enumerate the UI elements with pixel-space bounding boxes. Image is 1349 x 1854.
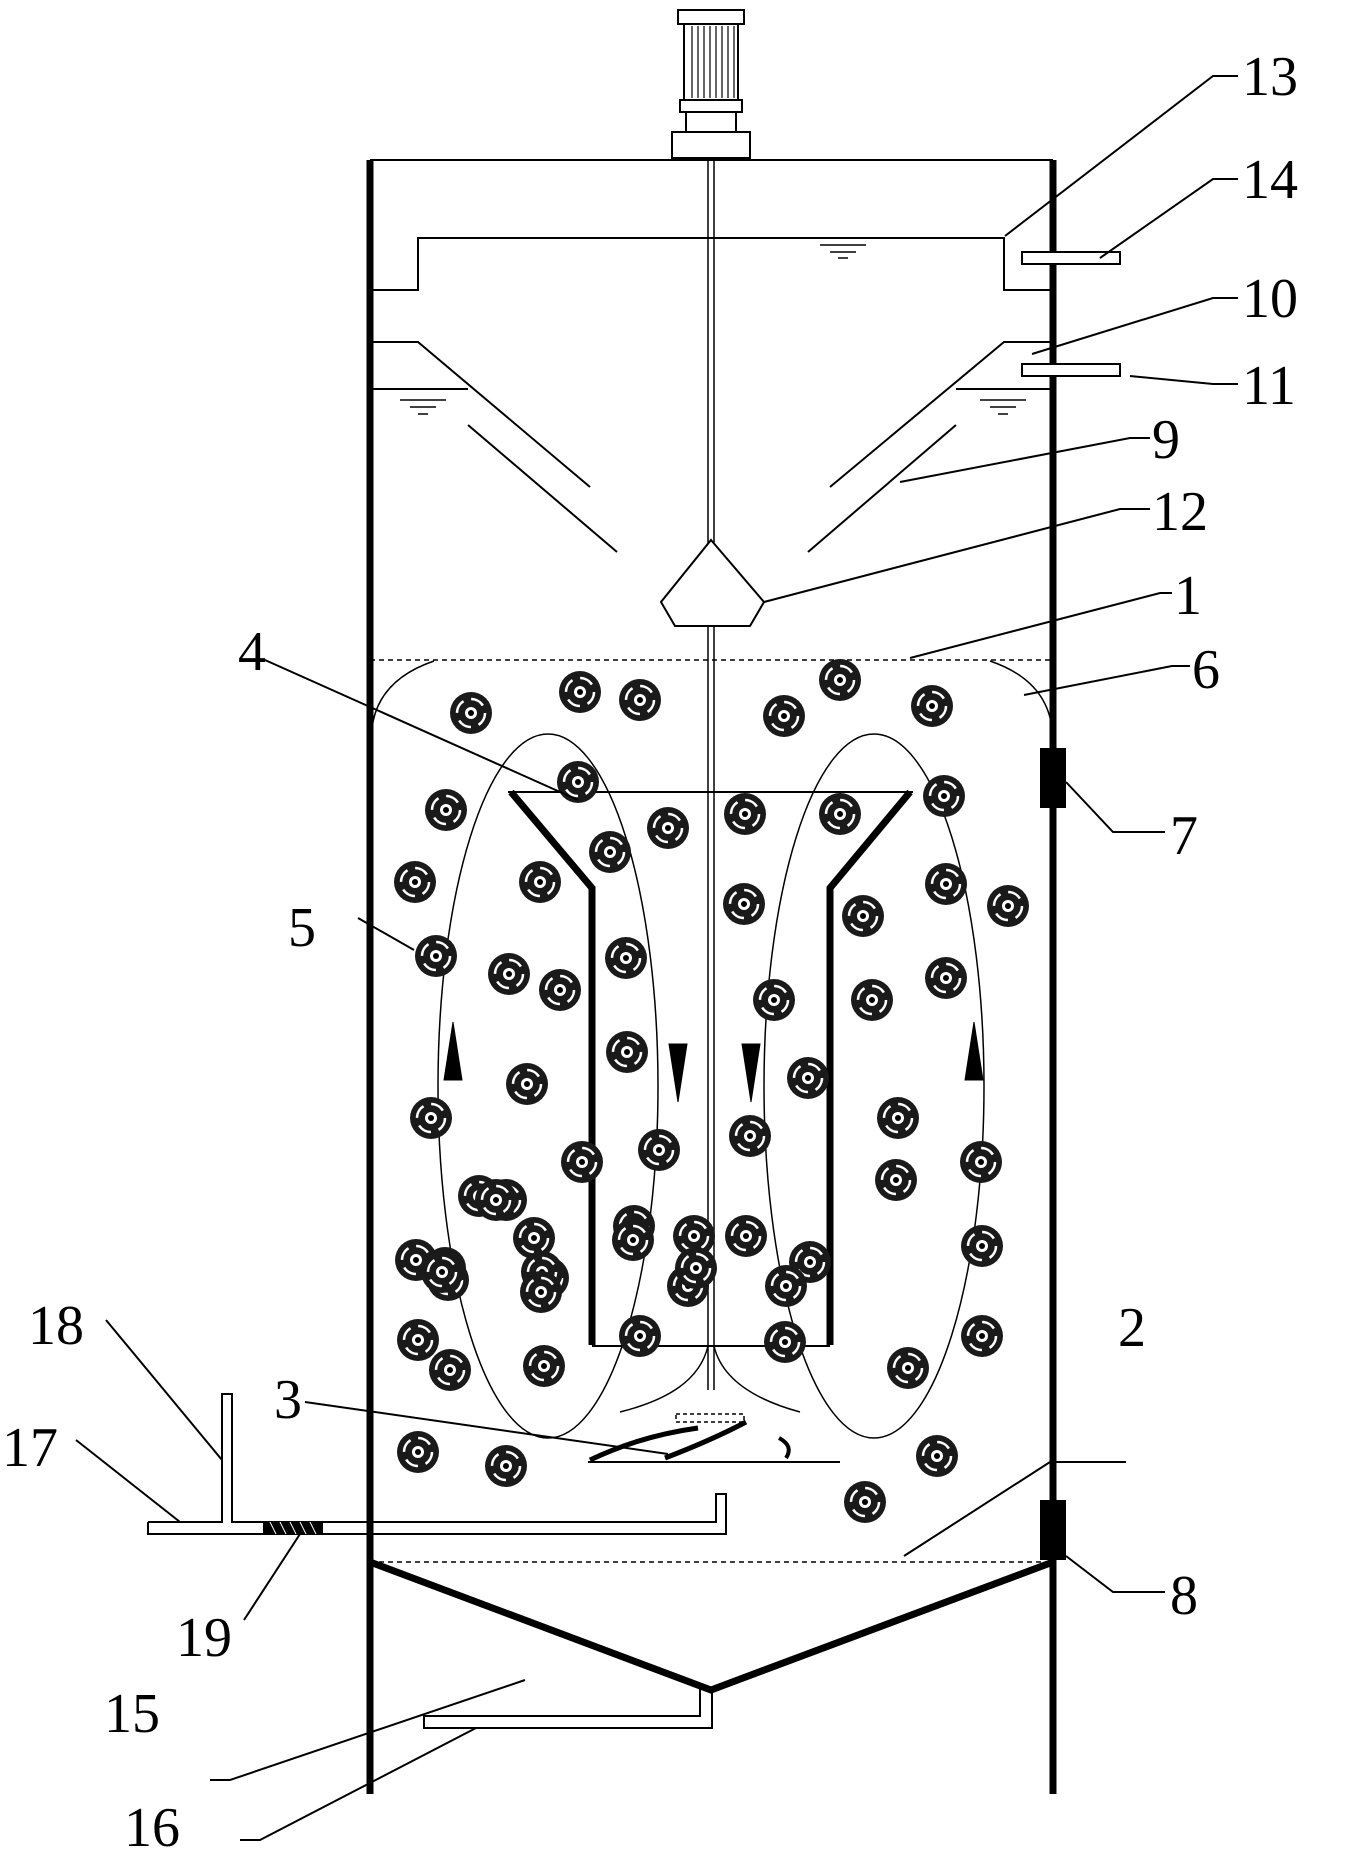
carrier-particle xyxy=(925,957,967,999)
carrier-particle xyxy=(725,1215,767,1257)
carrier-particle xyxy=(561,1141,603,1183)
side-pipe xyxy=(1021,363,1121,377)
carrier-particle xyxy=(520,1271,562,1313)
leader-lines xyxy=(75,75,1238,1841)
carrier-particle xyxy=(421,1251,463,1293)
carrier-particle xyxy=(851,979,893,1021)
carrier-particle xyxy=(842,895,884,937)
label-2: 2 xyxy=(1118,1297,1146,1359)
circulation-loops xyxy=(437,733,985,1439)
overflow-weir xyxy=(370,237,1053,291)
carrier-particle xyxy=(916,1435,958,1477)
carrier-particle xyxy=(523,1345,565,1387)
carrier-particle xyxy=(557,761,599,803)
carrier-particle xyxy=(844,1481,886,1523)
label-17: 17 xyxy=(2,1417,58,1479)
label-18: 18 xyxy=(28,1295,84,1357)
label-15: 15 xyxy=(104,1683,160,1745)
label-5: 5 xyxy=(288,897,316,959)
label-13: 13 xyxy=(1242,46,1298,108)
motor xyxy=(671,9,751,159)
settling-zone xyxy=(370,341,1053,553)
label-10: 10 xyxy=(1242,268,1298,330)
carrier-particle xyxy=(763,695,805,737)
carrier-particles xyxy=(394,659,1029,1523)
drain-pipe xyxy=(423,1688,713,1729)
label-6: 6 xyxy=(1192,639,1220,701)
carrier-particle xyxy=(638,1129,680,1171)
flow-arrows xyxy=(443,1021,984,1103)
label-14: 14 xyxy=(1242,149,1298,211)
carrier-particle xyxy=(987,885,1029,927)
carrier-particle xyxy=(415,935,457,977)
filter-mesh xyxy=(269,1521,317,1535)
carrier-particle xyxy=(647,807,689,849)
label-1: 1 xyxy=(1174,565,1202,627)
carrier-particle xyxy=(513,1217,555,1259)
stirring-shaft xyxy=(707,158,715,1390)
label-3: 3 xyxy=(274,1369,302,1431)
carrier-particle xyxy=(911,685,953,727)
carrier-particle xyxy=(673,1215,715,1257)
carrier-particle xyxy=(589,831,631,873)
carrier-particle xyxy=(559,671,601,713)
carrier-particle xyxy=(819,793,861,835)
carrier-particle xyxy=(612,1219,654,1261)
carrier-particle xyxy=(923,775,965,817)
carrier-particle xyxy=(887,1347,929,1389)
carrier-particle xyxy=(960,1141,1002,1183)
label-4: 4 xyxy=(238,621,266,683)
carrier-particle xyxy=(764,1321,806,1363)
carrier-particle xyxy=(410,1097,452,1139)
carrier-particle xyxy=(619,679,661,721)
carrier-particle xyxy=(605,937,647,979)
carrier-particle xyxy=(619,1315,661,1357)
carrier-particle xyxy=(925,863,967,905)
sensor-upper xyxy=(1040,748,1066,808)
label-9: 9 xyxy=(1152,409,1180,471)
carrier-particle xyxy=(397,1319,439,1361)
carrier-particle xyxy=(723,883,765,925)
carrier-particle xyxy=(875,1159,917,1201)
carrier-particle xyxy=(485,1445,527,1487)
inlet-pipework xyxy=(147,1393,727,1535)
conical-bottom xyxy=(368,1558,1055,1694)
label-19: 19 xyxy=(176,1607,232,1669)
carrier-particle xyxy=(961,1315,1003,1357)
carrier-particle xyxy=(488,953,530,995)
carrier-particle xyxy=(606,1031,648,1073)
carrier-particle xyxy=(425,789,467,831)
label-11: 11 xyxy=(1242,355,1296,417)
carrier-particle xyxy=(753,979,795,1021)
carrier-particle xyxy=(450,692,492,734)
carrier-particle xyxy=(765,1265,807,1307)
carrier-particle xyxy=(429,1349,471,1391)
carrier-particle xyxy=(819,659,861,701)
carrier-particle xyxy=(519,861,561,903)
deflector-cone xyxy=(659,538,766,627)
carrier-particle xyxy=(675,1247,717,1289)
label-7: 7 xyxy=(1170,805,1198,867)
carrier-particle xyxy=(475,1179,517,1221)
outlet-pipe xyxy=(1021,251,1121,265)
carrier-particle xyxy=(506,1063,548,1105)
label-16: 16 xyxy=(124,1797,180,1854)
carrier-particle xyxy=(877,1097,919,1139)
callout-labels: 13 14 10 11 9 12 1 6 4 7 5 3 2 8 15 16 1… xyxy=(2,46,1298,1854)
carrier-particle xyxy=(394,861,436,903)
label-8: 8 xyxy=(1170,1565,1198,1627)
sensor-lower xyxy=(1040,1500,1066,1560)
carrier-particle xyxy=(729,1115,771,1157)
carrier-particle xyxy=(787,1057,829,1099)
carrier-particle xyxy=(397,1431,439,1473)
label-12: 12 xyxy=(1152,481,1208,543)
outer-flow-arcs xyxy=(371,660,1053,729)
carrier-particle xyxy=(961,1225,1003,1267)
carrier-particle xyxy=(539,969,581,1011)
carrier-particle xyxy=(724,793,766,835)
impeller xyxy=(588,1345,840,1463)
